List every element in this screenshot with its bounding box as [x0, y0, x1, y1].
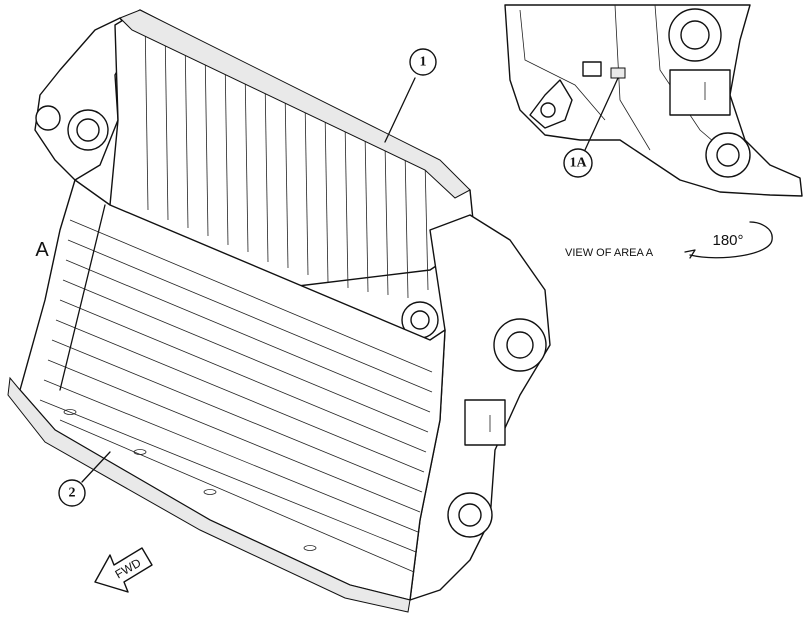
left-side-plate — [34, 17, 136, 181]
callout-1-circle — [409, 48, 437, 76]
floor-wear-bars — [39, 219, 433, 573]
fwd-arrow: FWD — [94, 547, 153, 593]
callout-1a-label: 1A — [569, 156, 587, 171]
inset-bracket-hole — [540, 102, 556, 118]
right-pivot-bore — [506, 331, 534, 359]
callout-1-leader — [384, 77, 416, 143]
bucket-assembly — [7, 9, 551, 613]
area-a-label: A — [35, 239, 49, 261]
inset-upper-bore — [680, 20, 710, 50]
callout-2-label: 2 — [69, 486, 76, 501]
inset-lower-bore — [716, 143, 740, 167]
cutting-edge — [7, 376, 411, 613]
right-upper-bore — [410, 310, 430, 330]
fwd-arrow-shape — [94, 547, 153, 593]
inset-part-1a-marker — [610, 67, 626, 79]
inset-view — [504, 4, 803, 197]
callout-1-label: 1 — [420, 55, 427, 70]
left-small-boss — [35, 105, 61, 131]
inset-block — [582, 61, 602, 77]
callout-2-circle — [58, 479, 86, 507]
inset-panel — [669, 69, 731, 116]
top-lip — [119, 9, 471, 199]
callout-1a: 1A — [563, 77, 619, 178]
inset-frame-edge — [519, 9, 606, 121]
left-pivot-bore — [76, 118, 100, 142]
right-side-panel — [464, 399, 506, 446]
view-of-area-a-label: VIEW OF AREA A — [565, 247, 654, 259]
callout-1a-circle — [563, 148, 593, 178]
rotation-arrow-head — [684, 249, 696, 259]
back-wall-ribs — [144, 14, 429, 299]
cutting-edge-bolts — [63, 409, 317, 551]
callout-1a-leader — [584, 77, 619, 151]
callout-2: 2 — [58, 451, 111, 507]
floor-left-edge-line — [59, 204, 106, 391]
callout-1: 1 — [384, 48, 437, 143]
rotation-label: 180° — [712, 232, 743, 249]
inset-plate-edge — [614, 4, 651, 151]
rotation-arrow-curve — [689, 221, 773, 259]
callout-2-leader — [81, 451, 111, 483]
right-lower-bore — [458, 503, 482, 527]
rotation-arrow: 180° — [684, 221, 773, 259]
